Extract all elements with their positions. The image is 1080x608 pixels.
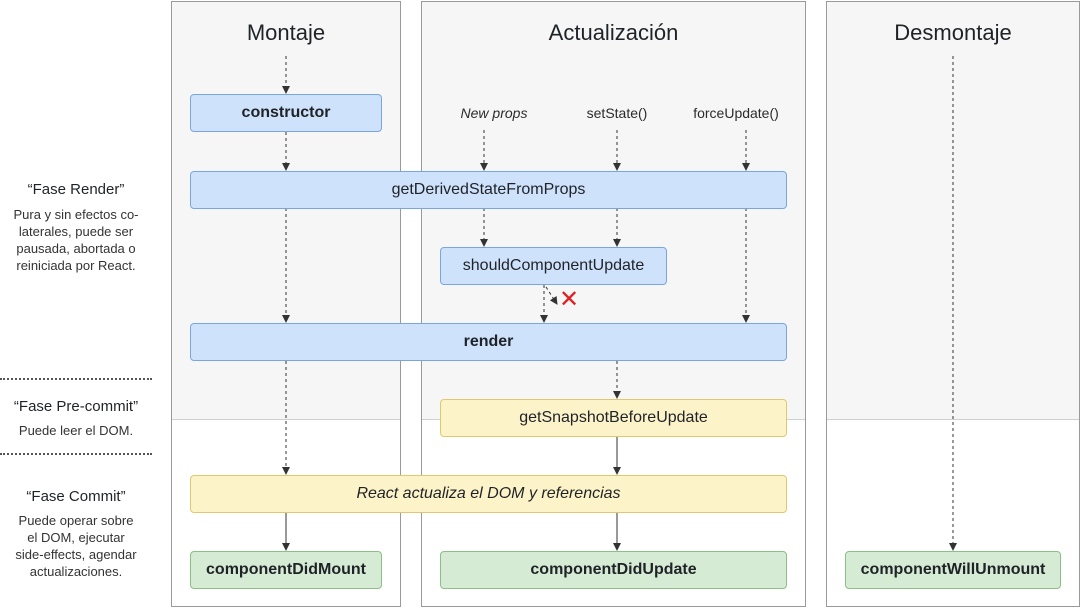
commit-phase-desc-line: el DOM, ejecutar [27,530,125,545]
should-component-update-box: shouldComponentUpdate [440,247,667,285]
trigger-set-state: setState() [586,105,648,121]
render-phase-desc-line: pausada, abortada o [16,241,136,256]
render-phase-desc-line: laterales, puede ser [18,224,134,239]
mounting-column-title: Montaje [246,20,326,45]
render-phase-description: Pura y sin efectos co- laterales, puede … [0,206,152,274]
render-phase-desc-line: Pura y sin efectos co- [13,207,139,222]
render-box: render [190,323,787,361]
precommit-phase-desc-line: Puede leer el DOM. [18,423,134,438]
commit-phase-desc-line: Puede operar sobre [18,513,134,528]
commit-phase-title: “Fase Commit” [26,488,126,505]
trigger-force-update: forceUpdate() [693,105,779,121]
unmounting-column-title: Desmontaje [894,20,1012,45]
precommit-phase-title: “Fase Pre-commit” [13,398,139,415]
component-will-unmount-box: componentWillUnmount [845,551,1061,589]
get-derived-state-box: getDerivedStateFromProps [190,171,787,209]
phase-separator [0,378,152,380]
constructor-box: constructor [190,94,382,132]
commit-phase-desc-line: actualizaciones. [29,564,123,579]
mounting-column: Montaje [171,1,401,607]
component-did-mount-box: componentDidMount [190,551,382,589]
component-did-update-box: componentDidUpdate [440,551,787,589]
render-phase-desc-line: reiniciada por React. [16,258,136,273]
render-phase-title: “Fase Render” [27,181,125,198]
react-updates-dom-box: React actualiza el DOM y referencias [190,475,787,513]
phase-separator [0,453,152,455]
trigger-new-props: New props [460,105,528,121]
get-snapshot-box: getSnapshotBeforeUpdate [440,399,787,437]
cancel-x-icon: ✕ [559,286,580,313]
commit-phase-desc-line: side-effects, agendar [15,547,137,562]
updating-column-title: Actualización [548,20,679,45]
precommit-phase-description: Puede leer el DOM. [0,422,152,439]
unmounting-column: Desmontaje [826,1,1080,607]
updating-column: Actualización [421,1,806,607]
commit-phase-description: Puede operar sobre el DOM, ejecutar side… [0,512,152,580]
